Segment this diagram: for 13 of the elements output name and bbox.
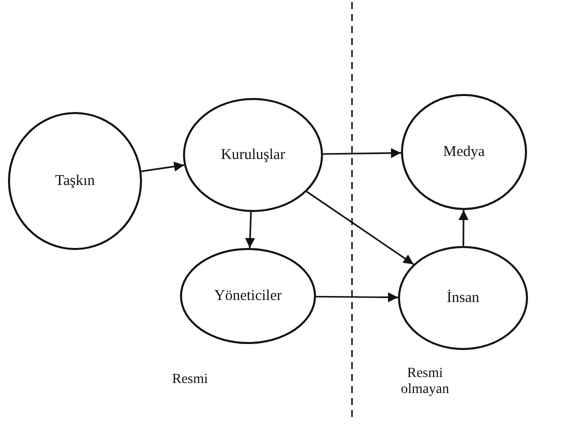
node-label: Medya [443, 144, 485, 160]
node-label: İnsan [446, 290, 480, 306]
arrow [322, 148, 402, 158]
arrow [458, 210, 469, 246]
region-label: Resmi olmayan [400, 366, 450, 398]
arrow [141, 162, 184, 172]
region-label: Resmi [171, 372, 209, 388]
arrow [245, 212, 256, 248]
node-label: Taşkın [55, 172, 95, 190]
node-label: Yöneticiler [214, 288, 282, 304]
arrow [306, 190, 414, 265]
node-label: Kuruluşlar [220, 146, 286, 164]
arrow [316, 292, 398, 302]
